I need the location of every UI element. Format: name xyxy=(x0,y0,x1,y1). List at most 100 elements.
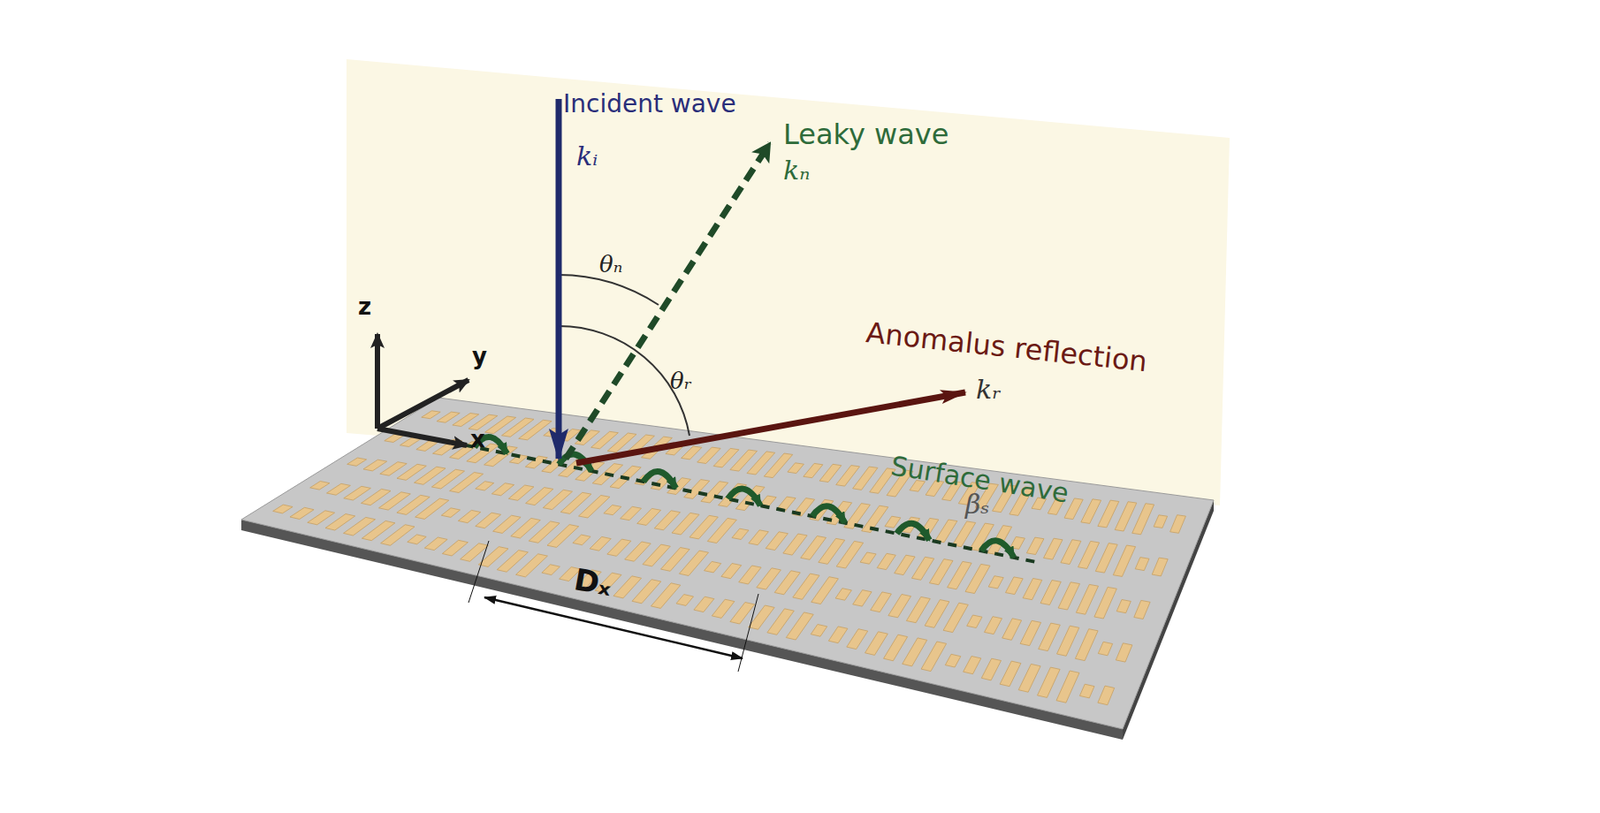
metal-strip xyxy=(620,506,642,520)
metal-strip xyxy=(424,537,448,551)
metal-strip xyxy=(774,571,800,595)
metal-strip xyxy=(811,577,839,605)
surface-wave-hop xyxy=(897,523,930,541)
metal-strip xyxy=(1097,641,1113,656)
angle-label: θᵣ xyxy=(670,369,693,393)
metal-strip xyxy=(836,465,861,488)
metal-strip xyxy=(1095,543,1118,574)
metal-strip xyxy=(380,462,407,477)
metal-strip xyxy=(935,519,958,543)
metal-strip xyxy=(541,564,561,576)
metal-strip xyxy=(613,576,642,599)
surface-wave-path xyxy=(449,436,1041,564)
metal-strip xyxy=(650,583,680,610)
theta-n-arc xyxy=(558,274,659,305)
metal-strip xyxy=(819,464,842,482)
metal-strip xyxy=(756,568,782,590)
metal-strip xyxy=(1081,499,1102,525)
metal-strip xyxy=(1043,538,1064,560)
metal-strip xyxy=(518,419,552,441)
metal-strip xyxy=(944,654,961,668)
dimension-label: Dₓ xyxy=(571,563,615,601)
reflection-arrow xyxy=(576,392,966,464)
metal-strip xyxy=(624,541,652,562)
metal-strip xyxy=(307,510,336,526)
metal-strip xyxy=(1135,557,1150,572)
axes xyxy=(377,334,469,446)
metal-strip xyxy=(704,561,722,573)
board-edge-front xyxy=(241,519,1123,740)
wave-vector: kᵢ xyxy=(576,143,598,170)
metal-strip xyxy=(421,411,441,420)
metal-strip xyxy=(1097,500,1120,528)
z-axis xyxy=(374,334,381,429)
leaky-wave-arrow xyxy=(565,143,770,459)
metal-strip xyxy=(1026,537,1044,555)
metal-strip xyxy=(835,588,852,602)
wave-vector: kₙ xyxy=(783,157,810,184)
metal-strip xyxy=(1112,545,1136,577)
metal-strip xyxy=(1057,625,1080,656)
surface-wave-hop xyxy=(981,540,1014,558)
metal-strip xyxy=(943,602,968,633)
metal-strip xyxy=(1056,670,1080,703)
metal-strip xyxy=(783,533,808,556)
axis-label: x xyxy=(470,427,486,451)
metal-strip xyxy=(1079,684,1095,699)
metal-strip xyxy=(289,507,314,519)
metal-strip xyxy=(763,453,793,479)
metal-strip xyxy=(739,565,762,585)
metal-strip xyxy=(828,626,848,644)
surface-wave-hop xyxy=(812,506,846,524)
metal-strip xyxy=(475,481,495,491)
metal-strip xyxy=(1153,515,1168,529)
metal-strip xyxy=(860,552,877,564)
metal-strip xyxy=(693,596,715,612)
metal-strip xyxy=(707,518,737,543)
metal-strip xyxy=(876,553,896,570)
metal-strip xyxy=(310,481,330,491)
metal-strip xyxy=(1064,498,1083,520)
metal-strip xyxy=(836,540,863,569)
metal-strip xyxy=(1094,586,1117,619)
metal-strip xyxy=(1038,623,1061,652)
metal-strip xyxy=(491,483,514,496)
metal-strip xyxy=(1074,629,1098,662)
extension-line xyxy=(468,540,489,603)
surface-wave-hop xyxy=(727,488,761,506)
metal-strip xyxy=(441,508,460,519)
metal-strip xyxy=(765,532,788,551)
metal-strip xyxy=(785,612,814,640)
metal-strip xyxy=(1116,600,1131,614)
metal-strip xyxy=(436,411,460,423)
metal-strips xyxy=(273,411,1187,706)
metal-strip xyxy=(1040,580,1061,606)
metal-strip xyxy=(924,600,950,629)
metal-strip xyxy=(846,629,869,650)
metal-strip xyxy=(1134,600,1151,619)
metal-strip xyxy=(952,521,976,548)
metal-strip xyxy=(678,550,709,576)
metal-strip xyxy=(883,634,908,662)
metal-strip xyxy=(870,592,892,613)
metal-strip xyxy=(884,516,901,528)
metal-strip xyxy=(637,508,662,526)
metal-strip xyxy=(676,594,694,607)
metal-strip xyxy=(441,540,468,557)
metal-strip xyxy=(921,641,947,672)
metal-strip xyxy=(603,505,622,516)
metal-strip xyxy=(967,615,983,629)
incident-wave-arrow xyxy=(556,99,563,459)
metal-strip xyxy=(748,530,770,546)
metal-strip xyxy=(1005,577,1024,595)
metal-strip xyxy=(516,554,549,578)
dimension-line xyxy=(484,597,743,659)
metal-strip xyxy=(460,543,489,563)
metal-strip xyxy=(1058,582,1080,610)
wave-vector: kᵣ xyxy=(975,376,1002,404)
propagation-constant: βₛ xyxy=(965,491,990,519)
leaky-label: Leaky wave xyxy=(783,120,949,149)
metal-strip xyxy=(929,559,953,586)
metal-strip xyxy=(697,447,721,464)
